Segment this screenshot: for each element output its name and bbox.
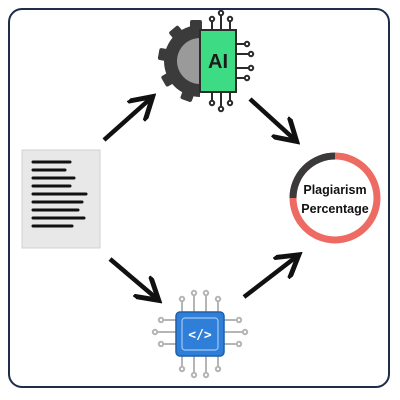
arrow-code-to-result bbox=[242, 257, 296, 299]
code-chip-label: </> bbox=[188, 328, 212, 343]
ai-gear-chip-icon: AI bbox=[157, 9, 255, 113]
arrow-document-to-code bbox=[108, 257, 156, 298]
arrow-document-to-ai bbox=[102, 99, 150, 142]
percentage-ring-icon: Plagiarism Percentage bbox=[289, 152, 381, 244]
result-label-line1: Plagiarism bbox=[303, 183, 366, 197]
ai-chip-label: AI bbox=[208, 51, 228, 73]
result-label-line2: Percentage bbox=[301, 202, 368, 216]
arrow-ai-to-result bbox=[248, 97, 294, 139]
document-icon bbox=[21, 149, 101, 249]
code-chip-icon: </> bbox=[151, 289, 249, 379]
